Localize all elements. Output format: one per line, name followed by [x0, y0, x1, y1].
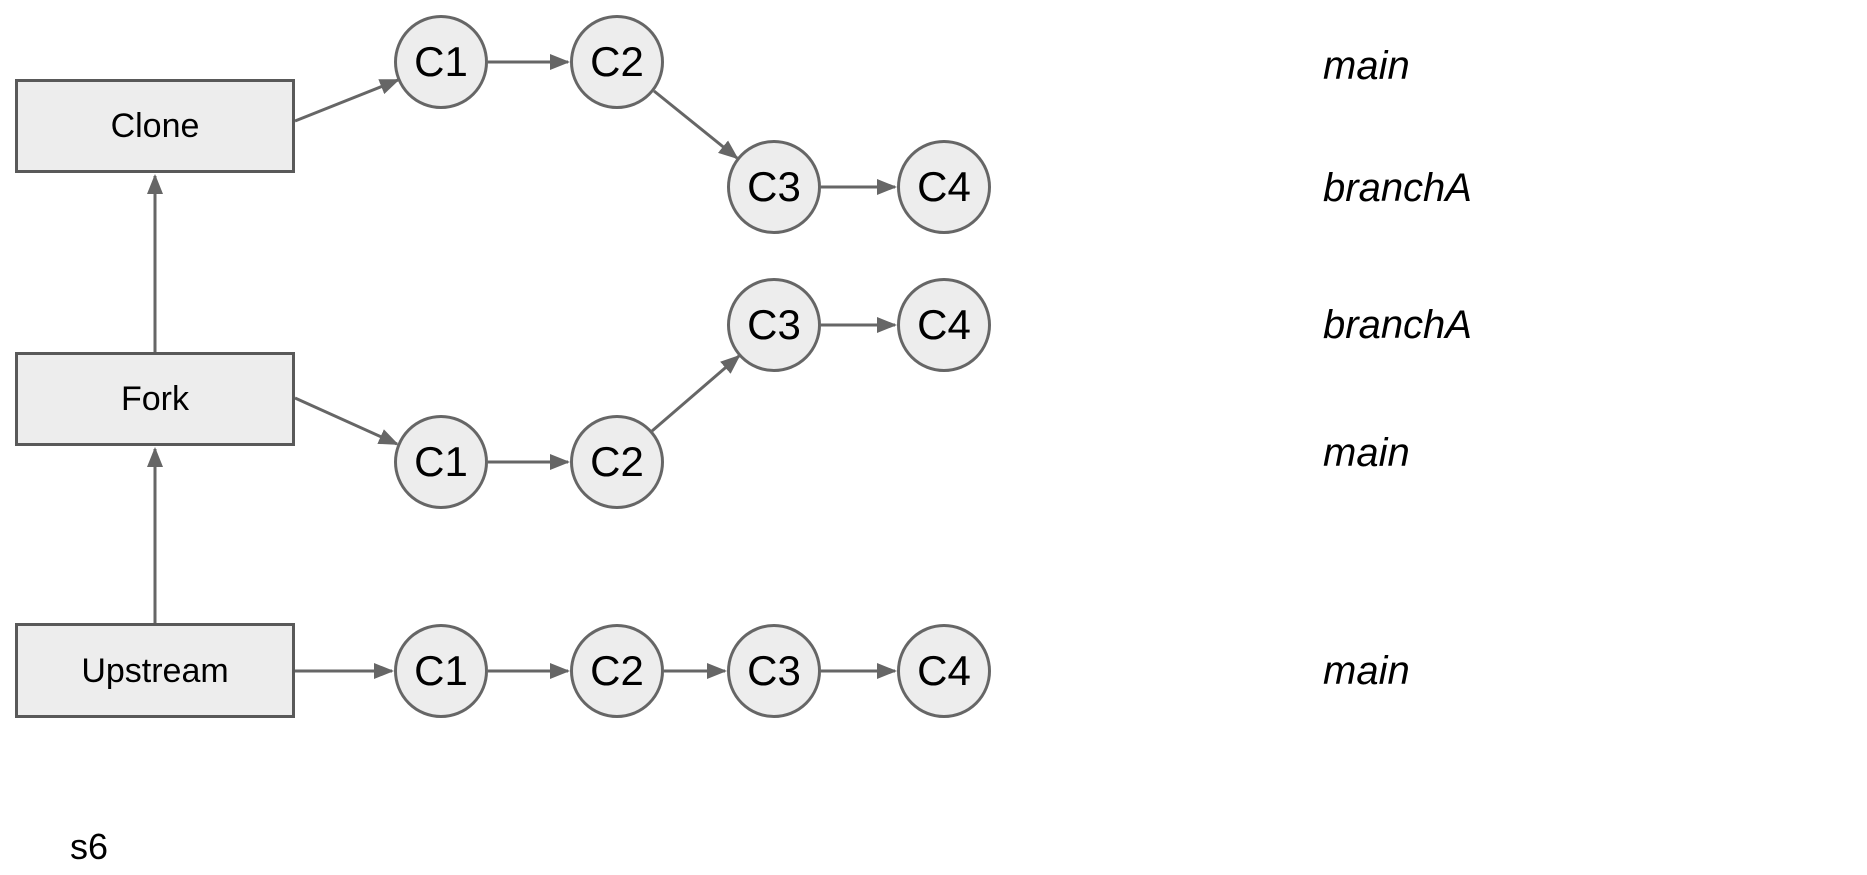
- branch-label-fork-main: main: [1323, 431, 1410, 475]
- edge-arrow-clone-main-c2-to-clone-brancha-c3: [653, 89, 739, 160]
- commit-node-clone-brancha-c4: C4: [897, 140, 991, 234]
- commit-node-upstream-main-c4: C4: [897, 624, 991, 718]
- repo-box-clone: Clone: [15, 79, 295, 173]
- branch-label-fork-branchA: branchA: [1323, 303, 1472, 347]
- commit-node-upstream-main-c3: C3: [727, 624, 821, 718]
- commit-label: C3: [747, 301, 801, 348]
- commit-node-clone-main-c2: C2: [570, 15, 664, 109]
- commit-label: C3: [747, 647, 801, 694]
- branch-label-upstream-main: main: [1323, 649, 1410, 693]
- slide-number-label: s6: [70, 826, 109, 867]
- repo-box-fork: Fork: [15, 352, 295, 446]
- commit-label: C2: [590, 38, 644, 85]
- edge-arrow-fork-main-c2-to-fork-brancha-c3: [651, 354, 741, 433]
- commit-label: C2: [590, 647, 644, 694]
- commit-label: C4: [917, 301, 971, 348]
- edge-arrow-clone-box-to-clone-main-c1: [294, 78, 400, 123]
- commit-node-clone-main-c1: C1: [394, 15, 488, 109]
- commit-label: C1: [414, 438, 468, 485]
- repo-label: Fork: [121, 380, 189, 418]
- repo-label: Upstream: [81, 651, 229, 690]
- branch-label-clone-branchA: branchA: [1323, 166, 1472, 210]
- commit-node-fork-brancha-c3: C3: [727, 278, 821, 372]
- commit-node-upstream-main-c1: C1: [394, 624, 488, 718]
- commit-label: C4: [917, 647, 971, 694]
- commit-node-upstream-main-c2: C2: [570, 624, 664, 718]
- branch-label-clone-main: main: [1323, 44, 1410, 88]
- commit-node-fork-main-c1: C1: [394, 415, 488, 509]
- commit-label: C1: [414, 647, 468, 694]
- commit-label: C3: [747, 163, 801, 210]
- commit-label: C4: [917, 163, 971, 210]
- repo-box-upstream: Upstream: [15, 623, 295, 718]
- edge-arrow-fork-box-to-fork-main-c1: [294, 396, 399, 446]
- commit-node-clone-brancha-c3: C3: [727, 140, 821, 234]
- commit-node-fork-main-c2: C2: [570, 415, 664, 509]
- commit-label: C1: [414, 38, 468, 85]
- repo-label: Clone: [110, 107, 200, 145]
- commit-node-fork-brancha-c4: C4: [897, 278, 991, 372]
- commit-label: C2: [590, 438, 644, 485]
